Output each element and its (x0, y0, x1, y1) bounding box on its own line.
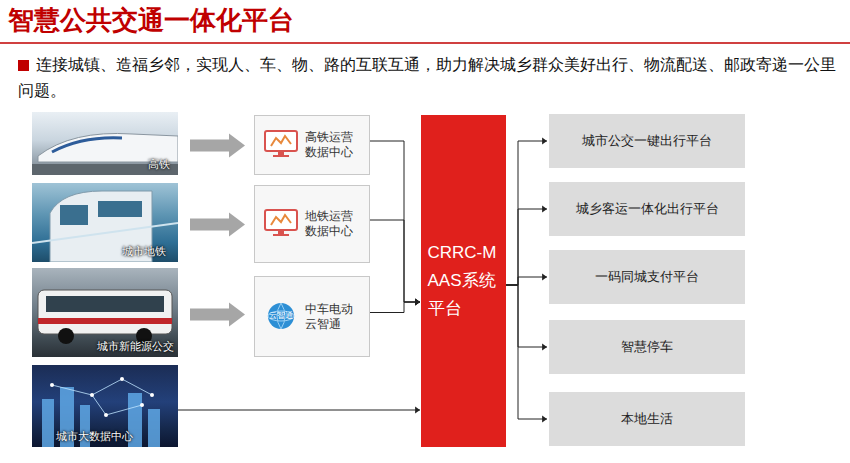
connector (506, 285, 547, 351)
service-box: 智慧停车 (549, 320, 745, 374)
connector (190, 303, 245, 327)
connector (370, 141, 420, 306)
connector (178, 407, 420, 414)
title-rule (0, 42, 850, 44)
photo-caption: 城市新能源公交 (97, 339, 174, 354)
connector-line (370, 141, 420, 302)
arrow-head (542, 416, 547, 423)
arrow-head (542, 138, 547, 145)
photo-caption: 高铁 (148, 157, 170, 172)
arrow-head (542, 344, 547, 351)
connector-line (506, 141, 547, 285)
node-text: 城乡客运一体化出行平台 (568, 200, 727, 218)
arrow-head (415, 407, 420, 414)
monitor-icon (263, 208, 299, 238)
connector-line (370, 302, 420, 313)
photo-panel: 高铁 (32, 112, 178, 175)
service-box: 城市公交一键出行平台 (549, 114, 745, 168)
service-box: 城乡客运一体化出行平台 (549, 182, 745, 236)
arrow-head (415, 299, 420, 306)
bullet-square (18, 60, 29, 71)
icon-label: 云智通 (269, 310, 293, 321)
connector (190, 213, 245, 237)
service-box: 一码同城支付平台 (549, 250, 745, 304)
arrow-head (542, 274, 547, 281)
connector-line (506, 277, 547, 285)
node-text: 一码同城支付平台 (587, 268, 707, 286)
photo-caption: 城市地铁 (122, 244, 166, 259)
node-text: 本地生活 (613, 410, 681, 428)
arrow-head (415, 299, 420, 306)
connector (190, 134, 245, 158)
photo-panel: 城市地铁 (32, 183, 178, 262)
data-center-box: 高铁运营数据中心 (254, 115, 370, 175)
photo-caption: 城市大数据中心 (56, 429, 133, 444)
connector (506, 285, 547, 423)
node-text: 高铁运营数据中心 (305, 130, 354, 160)
service-box: 本地生活 (549, 392, 745, 446)
node-text: 智慧停车 (613, 338, 681, 356)
node-text: 城市公交一键出行平台 (574, 132, 720, 150)
connector (506, 138, 547, 286)
connector-line (178, 410, 420, 411)
connector-line (506, 285, 547, 347)
arrow-head (415, 299, 420, 306)
block-arrow (190, 213, 245, 237)
block-arrow (190, 303, 245, 327)
connector (506, 206, 547, 286)
connector (370, 299, 420, 313)
connector (506, 274, 547, 286)
node-text: 地铁运营数据中心 (305, 209, 354, 239)
arrow-head (542, 206, 547, 213)
photo-panel: 城市大数据中心 (32, 365, 178, 447)
connector-line (506, 285, 547, 419)
intro-text: 连接城镇、造福乡邻，实现人、车、物、路的互联互通，助力解决城乡群众美好出行、物流… (18, 52, 844, 104)
photo-panel: 城市新能源公交 (32, 268, 178, 357)
connector (370, 220, 420, 306)
connector-line (370, 220, 420, 302)
platform-bar: CRRC-MAAS系统平台 (421, 115, 506, 447)
data-center-box: 地铁运营数据中心 (254, 185, 370, 263)
diagram-title: 智慧公共交通一体化平台 (8, 3, 294, 38)
connector-line (506, 209, 547, 285)
node-text: CRRC-MAAS系统平台 (428, 239, 500, 323)
monitor-icon (263, 129, 299, 159)
node-text: 中车电动云智通 (305, 302, 354, 332)
block-arrow (190, 134, 245, 158)
